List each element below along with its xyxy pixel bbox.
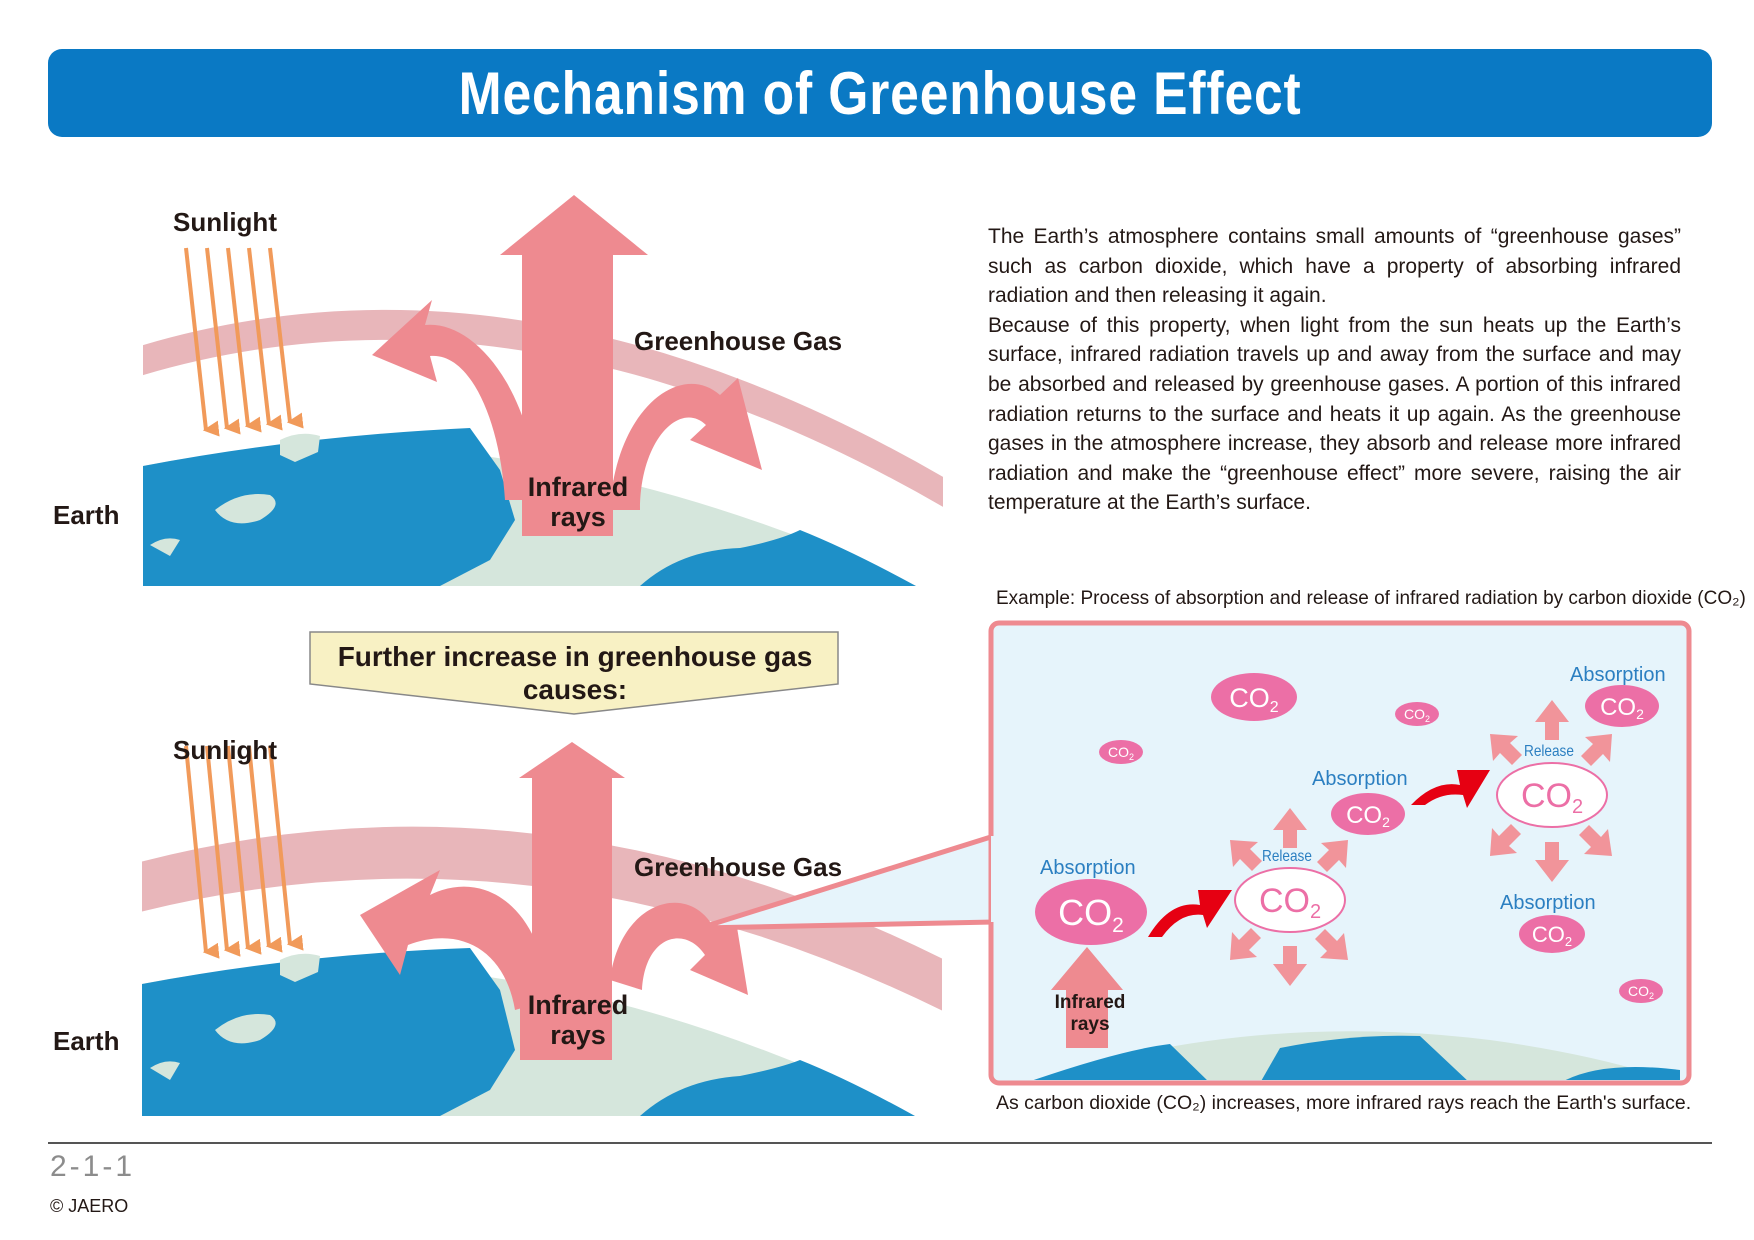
island	[150, 538, 180, 556]
copyright: © JAERO	[50, 1196, 129, 1216]
island	[215, 494, 276, 524]
reflected-arrow-right	[610, 902, 748, 995]
sunlight-label-top: Sunlight	[173, 207, 277, 237]
infrared-up-arrow-small	[1051, 947, 1123, 1048]
absorption-label-3: Absorption	[1570, 664, 1666, 686]
release-label-2: Release	[1524, 743, 1574, 760]
figure-number: 2-1-1	[50, 1150, 136, 1183]
bottom-panel	[142, 742, 942, 1116]
banner-line2: causes:	[522, 674, 628, 705]
footer-divider	[48, 1142, 1712, 1144]
svg-text:CO2: CO2	[1521, 777, 1583, 818]
description-paragraph-1: The Earth’s atmosphere contains small am…	[988, 225, 1681, 308]
infrared-label-box: Infrared rays	[1020, 992, 1160, 1036]
infrared-line1: Infrared	[527, 472, 629, 502]
infrared-line1: Infrared	[527, 990, 629, 1020]
co2-molecule-filled: CO2	[1619, 979, 1663, 1003]
title-bar: Mechanism of Greenhouse Effect	[48, 49, 1712, 137]
greenhouse-gas-band	[142, 826, 942, 1011]
co2-molecule-large-outline: CO2	[1496, 762, 1608, 828]
page-title: Mechanism of Greenhouse Effect	[458, 59, 1302, 127]
red-transfer-arrow	[1148, 890, 1232, 937]
co2-molecule-large-outline: CO2	[1234, 867, 1346, 933]
sunlight-label-bottom: Sunlight	[173, 735, 277, 765]
ocean	[143, 428, 515, 586]
reflected-arrow-left	[372, 300, 540, 500]
absorption-label-4: Absorption	[1500, 892, 1596, 914]
earth-label-top: Earth	[53, 500, 120, 530]
ocean-right	[640, 1060, 915, 1116]
svg-text:CO2: CO2	[1628, 983, 1654, 1001]
top-panel	[143, 195, 943, 586]
co2-molecule-filled: CO2	[1035, 879, 1147, 945]
co2-molecule-filled: CO2	[1099, 740, 1143, 764]
svg-text:CO2: CO2	[1229, 683, 1279, 716]
banner-shape	[309, 631, 839, 715]
co2-molecule-filled: CO2	[1519, 915, 1585, 953]
description-paragraph-2: Because of this property, when light fro…	[988, 313, 1681, 515]
release-arrows	[1490, 700, 1612, 882]
svg-text:CO2: CO2	[1259, 882, 1321, 923]
reflected-arrow-left	[360, 870, 550, 1010]
banner-text: Further increase in greenhouse gas cause…	[310, 640, 840, 706]
greenhouse-gas-label-top: Greenhouse Gas	[634, 326, 843, 356]
ocean-right	[1565, 1067, 1680, 1080]
infrared-line2: rays	[550, 502, 606, 532]
island	[215, 1014, 276, 1044]
banner-line1: Further increase in greenhouse gas	[337, 641, 813, 672]
ocean	[142, 948, 515, 1116]
example-caption: Example: Process of absorption and relea…	[996, 588, 1746, 609]
description: The Earth’s atmosphere contains small am…	[988, 222, 1681, 518]
co2-molecule-filled: CO2	[1395, 702, 1439, 726]
svg-text:CO2: CO2	[1600, 694, 1644, 722]
infrared-line2: rays	[1070, 1014, 1110, 1035]
reflected-arrow-right	[610, 378, 762, 510]
ocean-right	[640, 530, 916, 586]
island	[150, 1061, 180, 1080]
ocean	[1033, 1044, 1207, 1080]
svg-text:CO2: CO2	[1404, 706, 1430, 724]
svg-text:CO2: CO2	[1532, 922, 1572, 949]
greenhouse-gas-label-bottom: Greenhouse Gas	[634, 852, 843, 882]
svg-text:CO2: CO2	[1058, 892, 1124, 937]
absorption-label-2: Absorption	[1312, 768, 1408, 790]
infrared-up-arrow	[500, 195, 648, 536]
red-transfer-arrow	[1411, 770, 1490, 808]
earth-label-bottom: Earth	[53, 1026, 120, 1056]
infrared-label-top: Infrared rays	[508, 472, 648, 532]
ocean	[1261, 1035, 1467, 1080]
co2-molecule-filled: CO2	[1211, 673, 1297, 721]
example-footer: As carbon dioxide (CO₂) increases, more …	[996, 1092, 1692, 1114]
infrared-line2: rays	[550, 1020, 606, 1050]
sunlight-rays	[184, 247, 304, 437]
absorption-label-1: Absorption	[1040, 857, 1136, 879]
co2-molecule-filled: CO2	[1585, 685, 1659, 727]
svg-text:CO2: CO2	[1346, 802, 1390, 830]
svg-text:CO2: CO2	[1108, 744, 1134, 762]
release-arrows	[1230, 808, 1348, 986]
infrared-label-bottom: Infrared rays	[508, 990, 648, 1050]
island	[280, 953, 320, 982]
island	[280, 433, 320, 462]
release-label-1: Release	[1262, 848, 1312, 865]
sunlight-rays	[184, 745, 304, 959]
infrared-line1: Infrared	[1054, 992, 1126, 1013]
co2-molecule-filled: CO2	[1331, 793, 1405, 835]
